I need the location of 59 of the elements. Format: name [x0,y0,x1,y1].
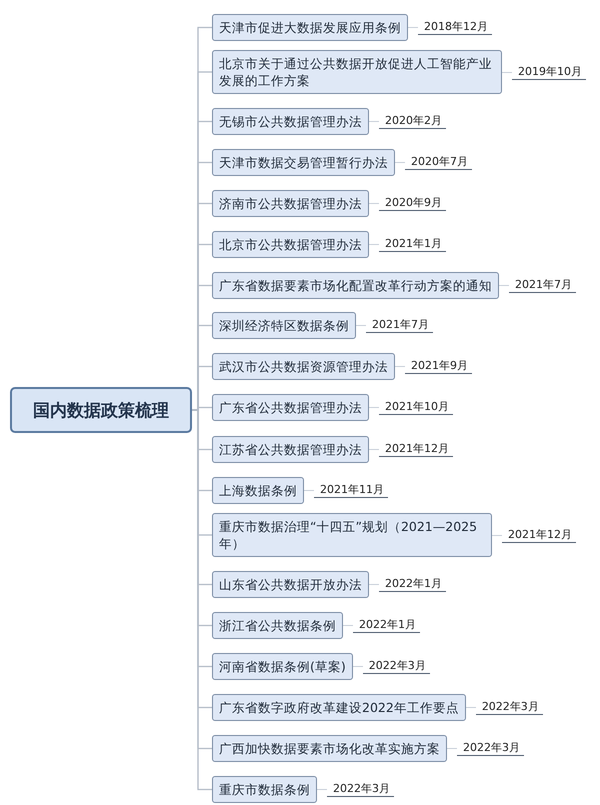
policy-name: 重庆市数据条例 [219,782,310,797]
policy-name: 北京市关于通过公共数据开放促进人工智能产业发展的工作方案 [219,56,492,88]
policy-box [212,353,395,380]
policy-name: 天津市数据交易管理暂行办法 [219,155,388,170]
policy-box [212,571,369,598]
date-label: 2020年2月 [379,114,446,129]
policy-box [212,231,369,258]
date-label: 2022年3月 [476,700,543,715]
policy-name: 上海数据条例 [219,483,297,498]
policy-name: 武汉市公共数据资源管理办法 [219,359,388,374]
date-label: 2021年7月 [366,318,433,333]
topic-title: 国内数据政策梳理 [33,400,169,422]
policy-box [212,14,408,41]
policy-name: 广东省公共数据管理办法 [219,400,362,415]
policy-box [212,149,395,176]
policy-name: 广东省数据要素市场化配置改革行动方案的通知 [219,278,492,293]
policy-box [212,394,369,421]
date-label: 2019年10月 [512,64,586,80]
policy-box [212,612,343,639]
date-label: 2020年9月 [379,196,446,211]
date-label: 2021年7月 [509,278,576,293]
policy-box [212,108,369,135]
policy-box [212,50,502,94]
policy-box [212,513,492,557]
policy-name: 天津市促进大数据发展应用条例 [219,20,401,35]
date-label: 2021年12月 [502,528,576,542]
policy-box [212,653,353,680]
policy-box [212,477,304,504]
date-label: 2021年12月 [379,442,453,457]
policy-name: 江苏省公共数据管理办法 [219,442,362,457]
policy-box [212,436,369,463]
policy-box [212,694,466,721]
root-topic-box [10,387,192,433]
policy-name: 北京市公共数据管理办法 [219,237,362,252]
policy-box [212,272,499,299]
policy-name: 深圳经济特区数据条例 [219,318,349,333]
date-label: 2022年3月 [362,659,430,674]
policy-box [212,776,317,803]
date-label: 2022年1月 [379,577,446,592]
date-label: 2022年3月 [457,741,524,756]
date-label: 2022年1月 [353,618,420,633]
policy-box [212,190,369,217]
date-label: 2022年3月 [327,782,394,797]
date-label: 2021年9月 [405,359,472,374]
date-label: 2021年10月 [379,400,453,415]
policy-name: 广西加快数据要素市场化改革实施方案 [219,741,440,756]
policy-name: 重庆市数据治理“十四五”规划（2021—2025年） [219,519,478,551]
date-label: 2021年11月 [314,483,388,498]
policy-name: 山东省公共数据开放办法 [219,577,362,592]
date-label: 2021年1月 [379,237,446,252]
date-label: 2018年12月 [418,20,492,35]
policy-box [212,735,447,762]
policy-box [212,312,356,339]
policy-name: 无锡市公共数据管理办法 [219,114,362,129]
policy-name: 河南省数据条例(草案) [219,659,346,674]
policy-name: 广东省数字政府改革建设2022年工作要点 [219,700,459,715]
date-label: 2020年7月 [405,155,472,170]
policy-name: 浙江省公共数据条例 [219,618,336,633]
policy-name: 济南市公共数据管理办法 [219,196,362,211]
